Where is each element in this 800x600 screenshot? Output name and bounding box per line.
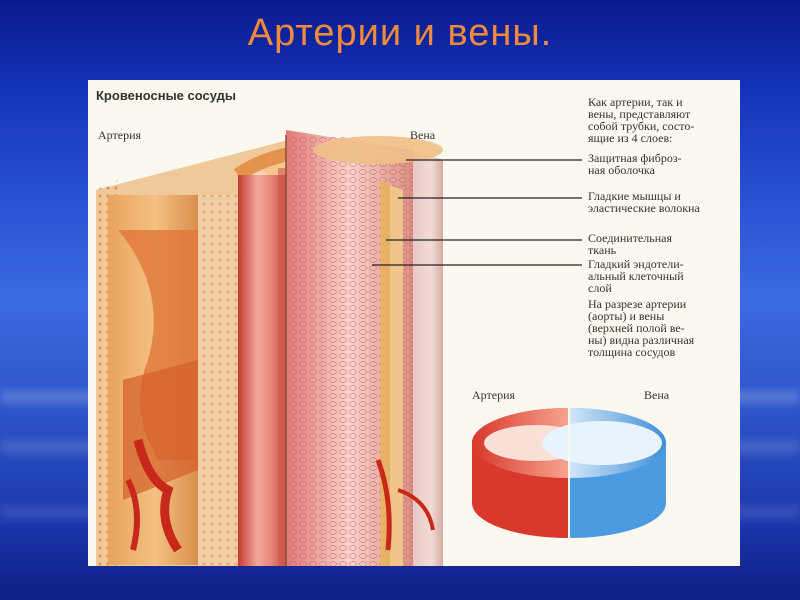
section-artery-label: Артерия (472, 388, 515, 403)
artery-label: Артерия (98, 128, 141, 143)
layer-endothelium: Гладкий эндотели- альный клеточный слой (588, 258, 684, 294)
cross-section-rings (472, 408, 666, 538)
layers-intro: Как артерии, так и вены, представляют со… (588, 96, 694, 144)
figure-title: Кровеносные сосуды (96, 88, 236, 103)
slide-title: Артерии и вены. (0, 12, 800, 55)
layer-connective-tissue: Соединительная ткань (588, 232, 672, 256)
vein-cutaway (286, 130, 443, 566)
section-vein-label: Вена (644, 388, 669, 403)
layer-fibrous-sheath: Защитная фиброз- ная оболочка (588, 152, 682, 176)
vessel-illustration-panel: Кровеносные сосуды Артерия Вена Как арте… (88, 80, 740, 566)
vein-label: Вена (410, 128, 435, 143)
section-note: На разрезе артерии (аорты) и вены (верхн… (588, 298, 694, 358)
layer-smooth-muscle: Гладкие мышцы и эластические волокна (588, 190, 700, 214)
